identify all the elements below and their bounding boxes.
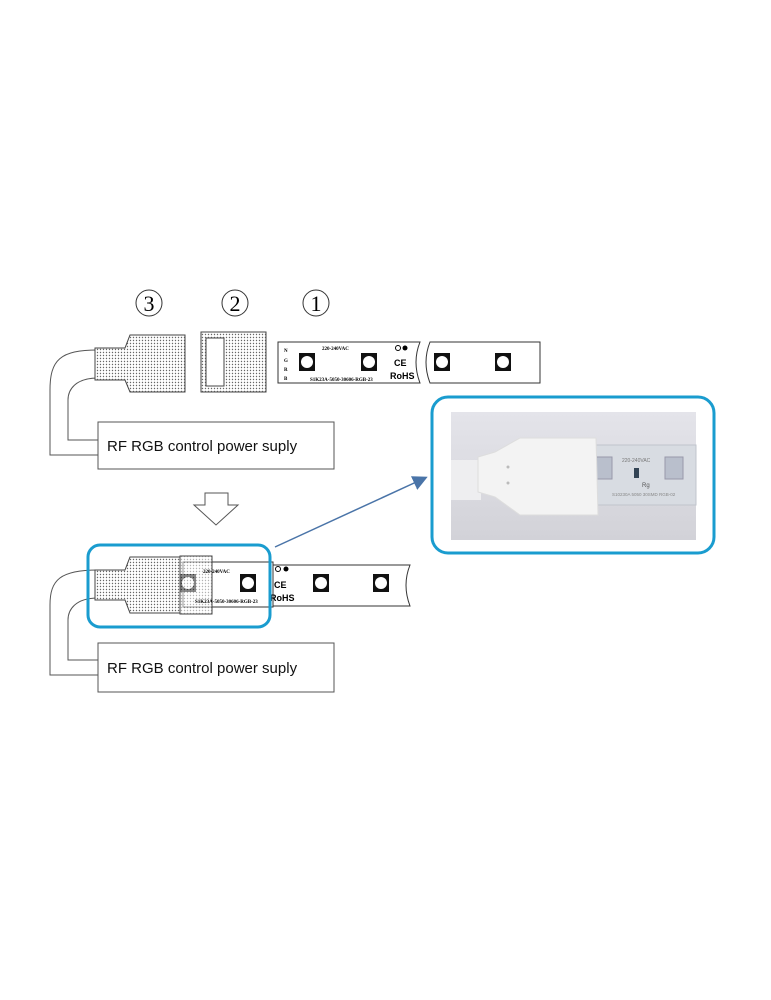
strip-connector: [200, 331, 267, 393]
led-chip: [313, 574, 329, 592]
model-label: S1K23A-5050-30606-RGB-23: [195, 600, 258, 605]
product-photo: 220-240VAC Rg S10230A 5050 30SMD RGB-02: [430, 395, 716, 555]
step-3: 3: [135, 289, 163, 317]
power-supply-frame: [97, 421, 335, 470]
rohs-mark: RoHS: [270, 593, 295, 603]
step-number: 3: [144, 291, 155, 316]
photo-led-chip: [664, 456, 684, 480]
voltage-label: 220-240VAC: [203, 570, 230, 575]
dot-markers-icon: [275, 566, 289, 572]
ce-mark: CE: [394, 358, 407, 368]
power-supply-label: RF RGB control power suply: [107, 438, 298, 455]
step-number: 2: [230, 291, 241, 316]
led-chip: [373, 574, 389, 592]
pointer-arrow: [274, 476, 428, 548]
power-supply-label: RF RGB control power suply: [107, 660, 298, 677]
ce-mark: CE: [274, 580, 287, 590]
pin-label-n: N: [284, 349, 288, 354]
photo-plug: [477, 437, 599, 516]
step-circle: [221, 289, 249, 317]
photo-resistor: [634, 468, 639, 478]
strip-segment: [425, 341, 541, 384]
pin-label-g: G: [284, 359, 288, 364]
power-supply-frame: [97, 642, 335, 693]
end-cap-plug: [94, 334, 186, 393]
step-2: 2: [221, 289, 249, 317]
model-label: S1K23A-5050-30606-RGB-23: [310, 378, 373, 383]
pin-label-b: B: [284, 377, 288, 382]
assembled-strip: CE RoHS 220-240VAC S1K23A-5050-30606-RGB…: [94, 555, 411, 615]
plug-holes-icon: [506, 465, 510, 485]
led-chip: [434, 353, 450, 371]
highlight-box: [86, 543, 272, 629]
led-strip: N G R B 220-240VAC S1K23A-5050-30606-RGB…: [277, 341, 541, 384]
photo-cable: [451, 460, 481, 500]
photo-model-label: S10230A 5050 30SMD RGB-02: [612, 492, 676, 497]
strip-segment: [277, 341, 421, 384]
strip-connector: [179, 555, 213, 615]
power-supply-box: RF RGB control power suply: [97, 421, 335, 470]
pin-label-r: R: [284, 368, 288, 373]
step-circle: [135, 289, 163, 317]
led-chip: [361, 353, 377, 371]
power-cable: [49, 569, 99, 676]
step-circle: [302, 289, 330, 317]
voltage-label: 220-240VAC: [322, 347, 349, 352]
end-cap-plug: [94, 556, 181, 614]
power-cable: [49, 349, 99, 456]
photo-voltage-label: 220-240VAC: [622, 458, 651, 464]
power-supply-box-2: RF RGB control power suply: [97, 642, 335, 693]
step-1: 1: [302, 289, 330, 317]
step-number: 1: [311, 291, 322, 316]
photo-resistor-label: Rg: [642, 483, 650, 489]
led-chip: [495, 353, 511, 371]
down-arrow-icon: [192, 492, 240, 526]
dot-markers-icon: [395, 345, 408, 351]
led-chip: [299, 353, 315, 371]
led-chip: [240, 574, 256, 592]
connector-slot: [205, 337, 225, 387]
rohs-mark: RoHS: [390, 371, 415, 381]
